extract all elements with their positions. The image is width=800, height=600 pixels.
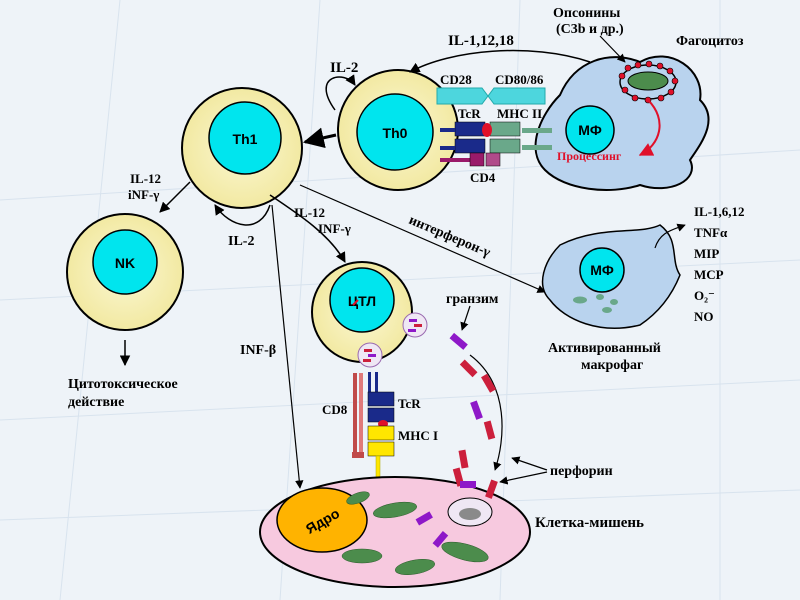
interferon-g-arrow: [299, 184, 546, 293]
processing-arrow: [638, 99, 661, 156]
il-1-12-18-label: IL-1,12,18: [448, 33, 514, 49]
macrophage-activated-granules: [573, 294, 618, 313]
phagocytosis-label: Фагоцитоз: [676, 34, 744, 49]
ctl-marker: [352, 299, 359, 306]
cd8-tcr-mhc1-complex: [352, 372, 395, 479]
cytokine-list: IL-1,6,12 TNFα MIP MCP O₂⁻ NO: [694, 204, 745, 324]
perforin-label: перфорин: [550, 464, 613, 479]
il12-mid-label: IL-12: [294, 205, 325, 220]
inf-beta-arrow: [271, 204, 304, 489]
granule-path-arrow: [469, 354, 503, 471]
il2-th0-loop: [325, 74, 356, 111]
perforin-pointer-2: [499, 471, 548, 485]
th1-to-ctl-arrow: [269, 194, 346, 263]
tcr-label-bottom: TcR: [398, 396, 421, 411]
cytokine-item: O₂⁻: [694, 288, 715, 303]
cd8-label: CD8: [322, 402, 348, 417]
cd4-label: CD4: [470, 170, 496, 185]
ctl-label: ЦТЛ: [348, 293, 376, 309]
th0-nucleus: [356, 93, 434, 171]
mhc1-label: MHC I: [398, 428, 438, 443]
th1-nucleus: [208, 101, 282, 175]
cytokine-item: IL-1,6,12: [694, 204, 745, 219]
macrophage-top-label: МФ: [578, 122, 602, 138]
granzyme-molecules: [449, 332, 497, 469]
tcr-mhc2-complex: [440, 121, 552, 167]
cytotoxic-label-line1: Цитотоксическое: [68, 377, 178, 392]
il2-top-label: IL-2: [330, 60, 358, 76]
macrophage-activated-nucleus: [579, 247, 625, 293]
activated-macrophage-label-line1: Активированный: [548, 341, 661, 356]
nk-nucleus: [92, 229, 158, 295]
mhc2-label: MHC II: [497, 106, 542, 121]
activated-macrophage-label-line2: макрофаг: [581, 358, 643, 373]
ctl-nucleus: [329, 267, 395, 333]
tcr-label-top: TcR: [458, 106, 481, 121]
granzyme-label: гранзим: [446, 292, 499, 307]
perforin-pointer-1: [511, 456, 548, 471]
target-organelles: [341, 491, 489, 575]
cytokine-item: MIP: [694, 246, 719, 261]
cd28-cd80-receptor: [436, 87, 546, 105]
perforin-pore: [415, 467, 498, 548]
il2-th1-loop: [214, 204, 271, 226]
cd80-86-label: CD80/86: [495, 72, 544, 87]
il-1-12-18-arrow: [409, 49, 591, 73]
target-cell-label: Клетка-мишень: [535, 515, 644, 531]
infg-left-label: iNF-γ: [128, 187, 159, 202]
opsonins-pointer: [599, 35, 626, 63]
nk-label: NK: [115, 255, 135, 271]
opsonin-dots: [618, 60, 679, 104]
th1-to-nk-arrow: [159, 181, 191, 213]
macrophage-top-nucleus: [565, 105, 615, 155]
il2-bottom-label: IL-2: [228, 234, 254, 249]
macrophage-activated-label: МФ: [590, 262, 614, 278]
granzyme-pointer: [460, 305, 471, 331]
infg-mid-label: INF-γ: [318, 221, 351, 236]
cytotoxic-label-line2: действие: [68, 395, 124, 410]
ctl-granule-vesicles: [357, 312, 428, 368]
cytokine-item: TNFα: [694, 225, 728, 240]
th1-label: Th1: [233, 131, 258, 147]
inf-beta-label: INF-β: [240, 343, 276, 358]
opsonins-label-line2: (C3b и др.): [556, 22, 624, 37]
th0-label: Th0: [383, 125, 408, 141]
target-nucleus: [276, 487, 368, 553]
cytokine-item: MCP: [694, 267, 724, 282]
cytokine-release-arrow: [654, 223, 686, 249]
th0-to-th1-arrow: [302, 127, 337, 149]
processing-label: Процессинг: [557, 149, 622, 163]
engulfed-bacterium: [627, 71, 669, 91]
cytokine-item: NO: [694, 309, 714, 324]
il12-left-label: IL-12: [130, 171, 161, 186]
opsonins-label-line1: Опсонины: [553, 6, 620, 21]
cd28-label: CD28: [440, 72, 472, 87]
